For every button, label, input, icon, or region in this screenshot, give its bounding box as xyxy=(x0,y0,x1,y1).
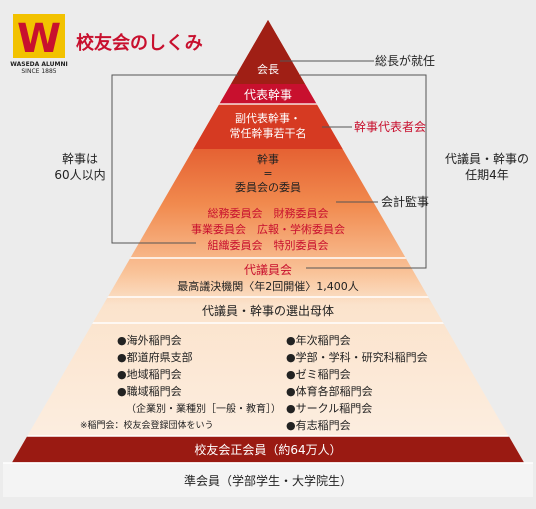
list-item: ●海外稲門会 xyxy=(117,333,182,347)
committee-row-1: 総務委員会 財務委員会 xyxy=(208,206,329,220)
annotation-brackets xyxy=(111,60,427,269)
list-item: ●ゼミ稲門会 xyxy=(286,368,351,381)
left-branch-list: ●海外稲門会 ●都道府県支部 ●地域稲門会 ●職域稲門会 （企業別・業種別［一般… xyxy=(117,333,281,415)
term-line1: 代議員・幹事の xyxy=(445,151,529,166)
list-item: （企業別・業種別［一般・教育］） xyxy=(126,402,281,415)
socho-annotation: 総長が就任 xyxy=(375,53,435,68)
list-item: ●体育各部稲門会 xyxy=(286,384,373,398)
daigiin-title: 代議員会 xyxy=(244,263,292,277)
iinkai-iin-label: 委員会の委員 xyxy=(235,181,301,194)
tomonkai-note: ※稲門会：校友会登録団体をいう xyxy=(80,419,214,431)
logo-letter: W xyxy=(17,16,61,62)
seikaiin-label: 校友会正会員（約64万人） xyxy=(194,442,341,457)
list-item: ●年次稲門会 xyxy=(286,333,351,347)
daihyo-kanji-label: 代表幹事 xyxy=(244,87,292,102)
kanji-daihyosha-kai-annotation: 幹事代表者会 xyxy=(354,119,426,134)
jonin-kanji-label: 常任幹事若干名 xyxy=(230,126,307,140)
logo-line1: WASEDA ALUMNI xyxy=(10,61,67,68)
daigiin-desc: 最高議決機関〈年2回開催〉1,400人 xyxy=(177,279,359,293)
right-branch-list: ●年次稲門会 ●学部・学科・研究科稲門会 ●ゼミ稲門会 ●体育各部稲門会 ●サー… xyxy=(286,333,428,432)
page-title: 校友会のしくみ xyxy=(76,32,203,54)
kaikei-kanji-annotation: 会計監事 xyxy=(381,194,429,209)
kaicho-label: 会長 xyxy=(257,63,279,76)
waseda-alumni-logo: W WASEDA ALUMNI SINCE 1885 xyxy=(10,14,68,75)
logo-background xyxy=(13,14,65,58)
list-item: ●都道府県支部 xyxy=(117,350,193,364)
committee-row-3: 組織委員会 特別委員会 xyxy=(208,238,329,252)
bogentai-label: 代議員・幹事の選出母体 xyxy=(202,303,334,318)
term-line2: 任期4年 xyxy=(465,168,509,182)
kanji-label: 幹事 xyxy=(257,152,279,166)
list-item: ●職域稲門会 xyxy=(117,385,182,398)
list-item: ●地域稲門会 xyxy=(117,368,182,381)
list-item: ●サークル稲門会 xyxy=(286,402,372,415)
committee-row-2: 事業委員会 広報・学術委員会 xyxy=(191,222,345,236)
junkaiin-band xyxy=(3,463,533,497)
fuku-daihyo-label: 副代表幹事・ xyxy=(235,111,301,125)
kanji-limit-line1: 幹事は xyxy=(62,151,98,166)
kanji-limit-line2: 60人以内 xyxy=(54,168,105,182)
junkaiin-label: 準会員（学部学生・大学院生） xyxy=(184,473,352,488)
logo-line2: SINCE 1885 xyxy=(21,68,56,75)
kanji-equals: = xyxy=(263,167,272,180)
list-item: ●有志稲門会 xyxy=(286,418,351,432)
list-item: ●学部・学科・研究科稲門会 xyxy=(286,350,428,364)
